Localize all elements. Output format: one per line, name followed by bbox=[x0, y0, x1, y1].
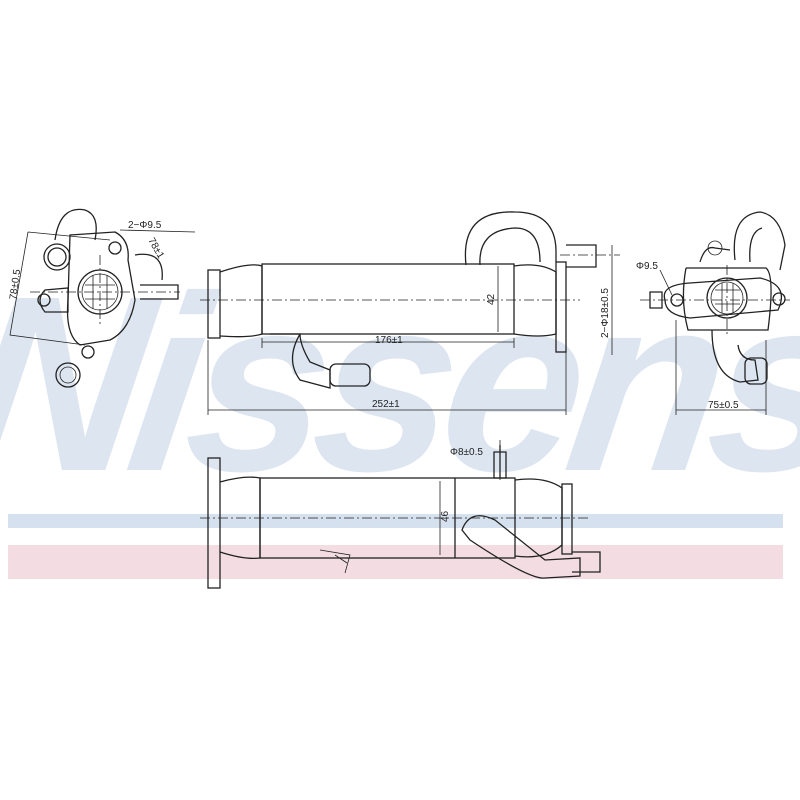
right-end-view: Φ9.5 75±0.5 bbox=[636, 211, 790, 415]
dim-pipe-dia-pair: 2−Φ18±0.5 bbox=[600, 288, 611, 338]
dim-core-height-top: 42 bbox=[486, 293, 497, 305]
dim-width-right: 75±0.5 bbox=[708, 400, 739, 411]
top-side-view: 176±1 252±1 42 2−Φ18±0.5 bbox=[200, 211, 620, 415]
watermark-band-blue bbox=[8, 514, 783, 528]
left-end-view: 2−Φ9.5 78±1 78±0.5 bbox=[8, 208, 196, 388]
dim-hole-right: Φ9.5 bbox=[636, 261, 658, 272]
dim-pipe-small: Φ8±0.5 bbox=[450, 447, 483, 458]
watermark-logo: Nissens bbox=[0, 245, 800, 524]
bottom-side-view: Φ8±0.5 46 bbox=[200, 440, 601, 589]
dim-core-height-bottom: 46 bbox=[440, 510, 451, 522]
dim-flange-height-left: 78±0.5 bbox=[8, 268, 23, 300]
watermark-band-pink bbox=[8, 545, 783, 579]
dim-core-length: 176±1 bbox=[375, 335, 403, 346]
dim-hole-pair-left: 2−Φ9.5 bbox=[128, 220, 162, 231]
dim-overall-length: 252±1 bbox=[372, 399, 400, 410]
